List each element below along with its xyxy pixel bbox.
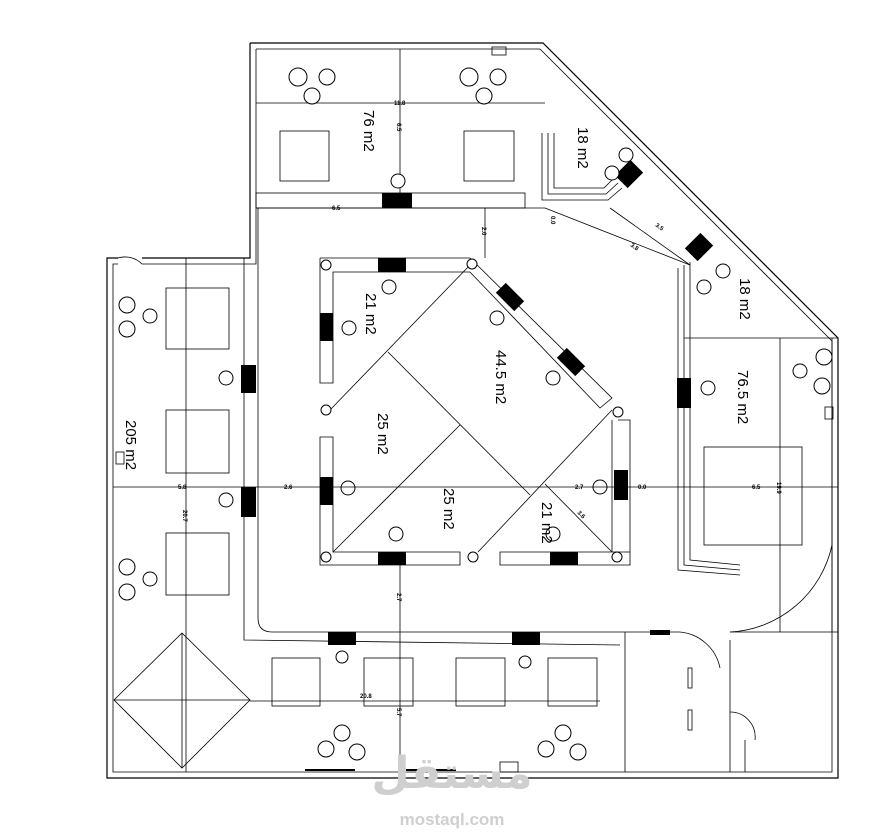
room-area-label: 25 m2: [440, 488, 457, 530]
bottom-office: [250, 630, 838, 773]
room-area-label: 18 m2: [574, 127, 591, 169]
dimension-label: 5.8: [178, 485, 187, 491]
room-area-label: 21 m2: [362, 293, 379, 335]
watermark: مستقل mostaql.com: [372, 748, 533, 829]
room-area-label: 18 m2: [736, 278, 753, 320]
dimension-label: 2.0: [480, 227, 486, 236]
room-labels: 76 m2 18 m2 18 m2 76.5 m2 205 m2 21 m2 4…: [122, 110, 753, 544]
open-office: [113, 258, 838, 772]
dimension-label: 3.6: [576, 510, 587, 521]
outer-walls: [106, 42, 839, 779]
room-area-label: 21 m2: [538, 502, 555, 544]
top-office: [255, 46, 545, 209]
room-area-label: 76.5 m2: [734, 370, 751, 424]
room-area-label: 76 m2: [360, 110, 377, 152]
dimension-label: 3.8: [629, 243, 640, 253]
corridor: [241, 208, 625, 772]
dimension-label: 3.5: [654, 223, 665, 233]
dimension-labels: 11.8 6.5 6.5 2.0 0.0 3.5 3.8 5.8 2.6 2.7…: [178, 101, 781, 717]
dimension-label: 2.7: [395, 593, 401, 602]
room-area-label: 25 m2: [374, 413, 391, 455]
core: [319, 257, 631, 566]
dimension-label: 20.8: [360, 694, 372, 700]
room-area-label: 205 m2: [122, 420, 139, 470]
room-area-label: 44.5 m2: [492, 350, 509, 404]
dimension-label: 6.5: [395, 123, 401, 132]
dimension-label: 19.9: [775, 482, 781, 494]
watermark-arabic: مستقل: [372, 748, 533, 799]
dimension-label: 20.7: [181, 510, 187, 522]
dimension-label: 6.5: [332, 206, 341, 212]
watermark-latin: mostaql.com: [400, 810, 505, 829]
dimension-label: 0.0: [638, 485, 647, 491]
corner-rooms: [541, 133, 838, 633]
dimension-label: 2.7: [575, 485, 584, 491]
dimension-label: 11.8: [394, 101, 406, 107]
dimension-label: 5.7: [395, 708, 401, 717]
dimension-label: 2.6: [284, 485, 293, 491]
dimension-label: 0.0: [549, 216, 555, 225]
dimension-label: 6.5: [752, 485, 761, 491]
